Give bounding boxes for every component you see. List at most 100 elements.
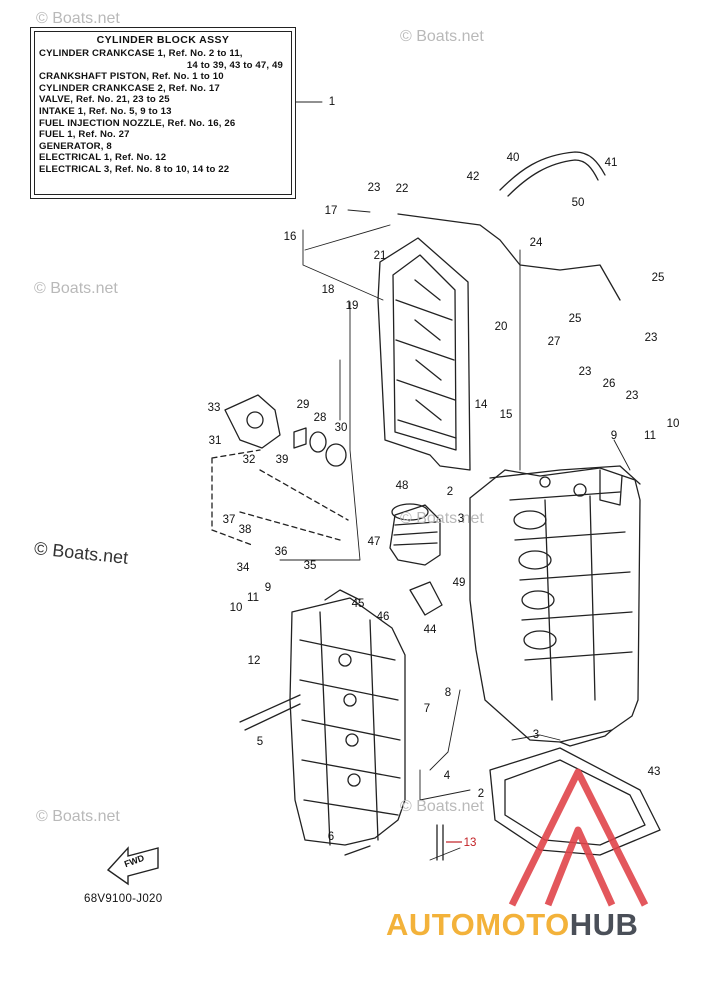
- callout-10b: 10: [229, 602, 243, 614]
- callout-50: 50: [571, 197, 585, 209]
- callout-19: 19: [345, 300, 359, 312]
- hose-route: [397, 213, 621, 301]
- callout-9a: 9: [610, 430, 618, 442]
- callout-8: 8: [444, 687, 452, 699]
- callout-25b: 25: [568, 313, 582, 325]
- callout-47: 47: [367, 536, 381, 548]
- watermark: © Boats.net: [400, 28, 484, 45]
- callout-14: 14: [474, 399, 488, 411]
- watermark: © Boats.net: [34, 280, 118, 297]
- intake-plate: [377, 237, 471, 471]
- callout-49: 49: [452, 577, 466, 589]
- callout-3b: 3: [532, 729, 540, 741]
- callout-26: 26: [602, 378, 616, 390]
- legend-line: CYLINDER CRANKCASE 2, Ref. No. 17: [39, 82, 220, 94]
- callout-43: 43: [647, 766, 661, 778]
- bolt-5: [239, 694, 301, 731]
- legend-line: FUEL INJECTION NOZZLE, Ref. No. 16, 26: [39, 117, 236, 129]
- callout-46: 46: [376, 611, 390, 623]
- legend-line: CYLINDER CRANKCASE 1, Ref. No. 2 to 11,: [39, 48, 243, 59]
- watermark: © Boats.net: [400, 510, 484, 527]
- callout-48: 48: [395, 480, 409, 492]
- callout-6: 6: [327, 831, 335, 843]
- crankcase: [289, 589, 406, 846]
- callout-21: 21: [373, 250, 387, 262]
- callout-7: 7: [423, 703, 431, 715]
- legend-line: FUEL 1, Ref. No. 27: [39, 129, 130, 141]
- callout-27: 27: [547, 336, 561, 348]
- callout-33: 33: [207, 402, 221, 414]
- callout-45: 45: [351, 598, 365, 610]
- legend-line: INTAKE 1, Ref. No. 5, 9 to 13: [39, 105, 172, 117]
- fwd-arrow-icon: [106, 846, 159, 886]
- callout-4: 4: [443, 770, 451, 782]
- thermostat: [293, 427, 347, 467]
- legend-line: CRANKSHAFT PISTON, Ref. No. 1 to 10: [39, 71, 224, 83]
- callout-29: 29: [296, 399, 310, 411]
- legend-line: VALVE, Ref. No. 21, 23 to 25: [39, 94, 170, 106]
- callout-23c: 23: [578, 366, 592, 378]
- bolt-6: [344, 845, 371, 856]
- callout-17: 17: [324, 205, 338, 217]
- callout-18: 18: [321, 284, 335, 296]
- callout-31: 31: [208, 435, 222, 447]
- callout-39: 39: [275, 454, 289, 466]
- callout-41: 41: [604, 157, 618, 169]
- leader-lines: [279, 101, 631, 861]
- legend-title: CYLINDER BLOCK ASSY: [96, 34, 230, 46]
- callout-2b: 2: [477, 788, 485, 800]
- callout-20: 20: [494, 321, 508, 333]
- fuel-hose: [499, 151, 606, 191]
- callout-32: 32: [242, 454, 256, 466]
- callout-12: 12: [247, 655, 261, 667]
- callout-23a: 23: [367, 182, 381, 194]
- callout-2a: 2: [446, 486, 454, 498]
- brand-wordmark: AUTOMOTOHUB: [386, 907, 638, 943]
- legend-line: GENERATOR, 8: [39, 140, 112, 152]
- callout-40: 40: [506, 152, 520, 164]
- callout-1: 1: [328, 96, 336, 108]
- callout-3a: 3: [457, 513, 465, 525]
- watermark: © Boats.net: [36, 808, 120, 825]
- callout-5: 5: [256, 736, 264, 748]
- callout-36: 36: [274, 546, 288, 558]
- legend-line: 14 to 39, 43 to 47, 49: [186, 59, 283, 71]
- brand-part-2: HUB: [569, 907, 639, 942]
- callout-35: 35: [303, 560, 317, 572]
- callout-22: 22: [395, 183, 409, 195]
- callout-30: 30: [334, 422, 348, 434]
- callout-11b: 11: [247, 592, 259, 604]
- diagram-code: 68V9100-J020: [84, 893, 163, 905]
- callout-23d: 23: [625, 390, 639, 402]
- legend-lines: CYLINDER CRANKCASE 1, Ref. No. 2 to 11,1…: [39, 48, 287, 176]
- dowel-13: [436, 824, 444, 861]
- group-34-outline: [211, 449, 261, 546]
- callout-24: 24: [529, 237, 543, 249]
- callout-23b: 23: [644, 332, 658, 344]
- callout-44: 44: [423, 624, 437, 636]
- legend-box: CYLINDER BLOCK ASSY CYLINDER CRANKCASE 1…: [30, 27, 296, 199]
- legend-line: ELECTRICAL 1, Ref. No. 12: [39, 152, 167, 164]
- callout-15: 15: [499, 409, 513, 421]
- callout-38: 38: [238, 524, 252, 536]
- bracket: [409, 581, 443, 616]
- callout-9b: 9: [264, 582, 272, 594]
- gasket: [489, 747, 661, 856]
- callout-34: 34: [236, 562, 250, 574]
- automotohub-logo: [508, 768, 649, 907]
- callout-13: 13: [463, 837, 477, 849]
- cylinder-block: [469, 465, 641, 747]
- callout-25a: 25: [651, 272, 665, 284]
- callout-11a: 11: [644, 430, 656, 442]
- callout-10a: 10: [666, 418, 680, 430]
- oil-filter: [389, 503, 441, 566]
- thermostat-cover: [224, 394, 281, 449]
- watermark: © Boats.net: [36, 10, 120, 27]
- callout-37: 37: [222, 514, 236, 526]
- legend-line: ELECTRICAL 3, Ref. No. 8 to 10, 14 to 22: [39, 163, 230, 175]
- callout-42: 42: [466, 171, 480, 183]
- brand-part-1: AUTOMOTO: [386, 907, 570, 942]
- watermark: © Boats.net: [400, 798, 484, 815]
- callout-16: 16: [283, 231, 297, 243]
